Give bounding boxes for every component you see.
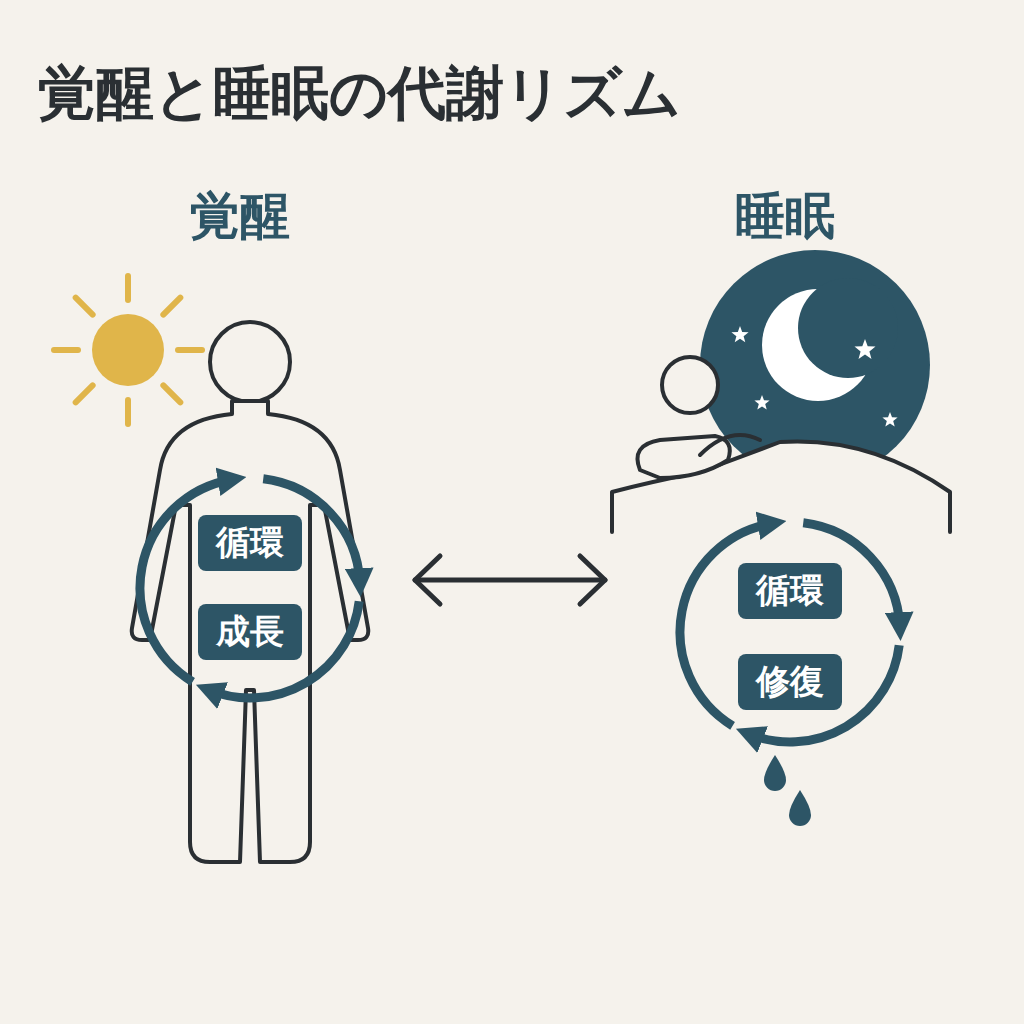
- person-body: [132, 401, 369, 862]
- process-box: 修復: [738, 654, 842, 710]
- double-arrow: [415, 556, 605, 604]
- box-label: 循環: [756, 572, 824, 609]
- box-label: 修復: [756, 663, 824, 700]
- box-label: 循環: [216, 524, 284, 561]
- sun-icon: [54, 276, 202, 424]
- water-drops: [764, 755, 811, 826]
- process-box: 循環: [198, 515, 302, 571]
- title: 覚醒と睡眠の代謝リズム: [38, 62, 681, 126]
- section-heading: 睡眠: [735, 189, 835, 244]
- section-heading: 覚醒: [190, 189, 290, 244]
- cycle-arrows: [140, 479, 360, 698]
- cycle-arrows: [680, 523, 900, 742]
- process-box: 成長: [198, 604, 302, 660]
- sleeping-person: [612, 357, 950, 532]
- person-head: [210, 322, 290, 402]
- box-label: 成長: [216, 613, 284, 650]
- process-box: 循環: [738, 563, 842, 619]
